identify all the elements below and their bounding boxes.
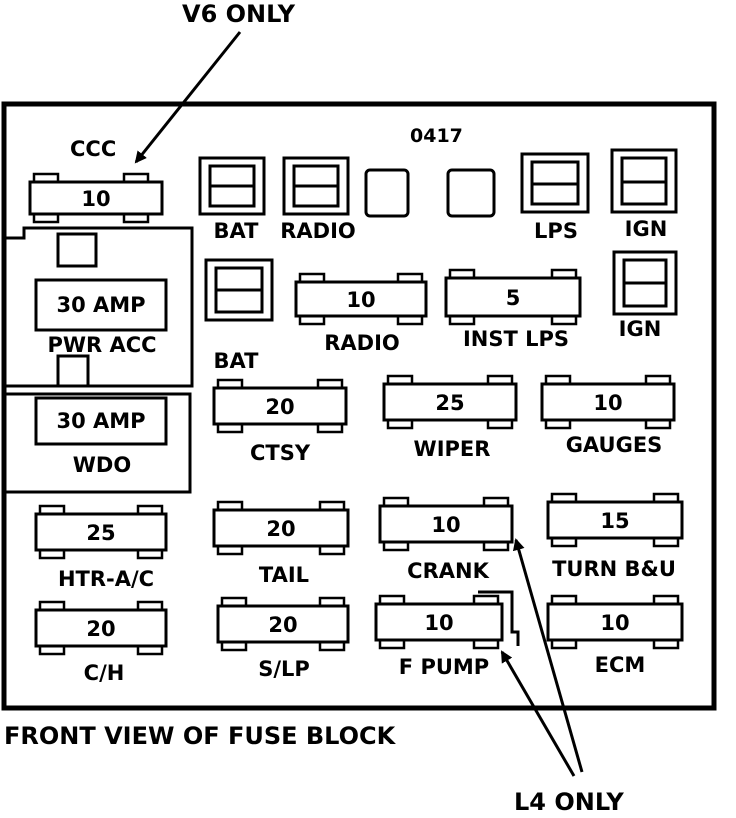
fuse-block-caption: FRONT VIEW OF FUSE BLOCK — [4, 722, 397, 750]
fuse-value: 20 — [268, 613, 297, 637]
fuse-label: TURN B&U — [552, 557, 676, 581]
connector-ign-top-label: IGN — [625, 217, 668, 241]
fuse-body — [374, 602, 504, 642]
fuse-label: C/H — [84, 661, 125, 685]
fuse-body — [212, 508, 350, 548]
fuse-label: WIPER — [414, 437, 491, 461]
v6-only-label: V6 ONLY — [182, 0, 296, 28]
connector-bat-mid — [204, 258, 274, 322]
fuse-label: HTR-A/C — [58, 567, 154, 591]
connector-empty-1 — [364, 168, 410, 218]
fuse-label: INST LPS — [463, 327, 569, 351]
fuse-value: 20 — [266, 517, 295, 541]
l4-only-arrow-2 — [500, 650, 576, 777]
fuse-block-outline — [1, 101, 717, 711]
fuse-label: CTSY — [250, 441, 311, 465]
v6-only-arrow — [134, 31, 242, 164]
connector-lps — [520, 152, 590, 214]
breaker-wdo: 30 AMP — [34, 396, 168, 446]
connector-ign-right — [612, 250, 678, 316]
fuse-value: 15 — [600, 509, 629, 533]
breaker-pwr-acc: 30 AMP — [34, 278, 168, 332]
fuse-value: 10 — [431, 513, 460, 537]
connector-radio-top-label: RADIO — [280, 219, 356, 243]
connector-radio-top — [282, 156, 350, 216]
breaker-pwr-acc-value: 30 AMP — [56, 293, 145, 317]
fuse-value: 5 — [506, 286, 521, 310]
fuse-label: S/LP — [258, 657, 310, 681]
fuse-slp: 20S/LP — [216, 596, 350, 681]
fuse-body — [378, 504, 514, 544]
fuse-value: 10 — [424, 611, 453, 635]
fuse-body — [444, 276, 582, 318]
fuse-ccc-value: 10 — [81, 187, 110, 211]
fuse-body — [34, 608, 168, 648]
fuse-body — [34, 512, 168, 552]
l4-only-label: L4 ONLY — [514, 788, 624, 816]
breaker-wdo-value: 30 AMP — [56, 409, 145, 433]
fuse-value: 10 — [346, 288, 375, 312]
f-pump-bracket — [478, 590, 520, 646]
fuse-label: CRANK — [407, 559, 489, 583]
fuse-body — [294, 280, 428, 318]
connector-lps-label: LPS — [534, 219, 578, 243]
breaker-pwr-acc-label: PWR ACC — [47, 333, 156, 357]
fuse-body — [216, 604, 350, 644]
connector-empty-2 — [446, 168, 496, 218]
fuse-label: ECM — [595, 653, 646, 677]
fuse-f-pump: 10 F PUMP — [374, 594, 504, 679]
block-code: 0417 — [410, 125, 463, 147]
fuse-ch: 20C/H — [34, 600, 168, 685]
fuse-label: GAUGES — [566, 433, 663, 457]
breaker-wdo-label: WDO — [73, 453, 131, 477]
ccc-label: CCC — [70, 137, 116, 161]
fuse-value: 25 — [435, 391, 464, 415]
fuse-body — [212, 386, 348, 426]
fuse-label: F PUMP — [399, 655, 489, 679]
fuse-body — [540, 382, 676, 422]
fuse-value: 10 — [593, 391, 622, 415]
connector-ign-top — [610, 148, 678, 214]
fuse-body — [546, 602, 684, 642]
fuse-value: 25 — [86, 521, 115, 545]
fuse-value: 20 — [265, 395, 294, 419]
connector-bat-mid-label: BAT — [214, 349, 260, 373]
fuse-body — [546, 500, 684, 540]
connector-bat-top — [198, 156, 266, 216]
fuse-ccc: 10 — [28, 172, 164, 224]
connector-bat-top-label: BAT — [214, 219, 260, 243]
fuse-value: 10 — [600, 611, 629, 635]
fuse-label: RADIO — [324, 331, 400, 355]
l4-only-arrow-1 — [512, 538, 584, 773]
breaker-panel-frame — [6, 226, 194, 494]
fuse-value: 20 — [86, 617, 115, 641]
fuse-body — [382, 382, 518, 422]
connector-ign-right-label: IGN — [619, 317, 662, 341]
fuse-label: TAIL — [259, 563, 309, 587]
